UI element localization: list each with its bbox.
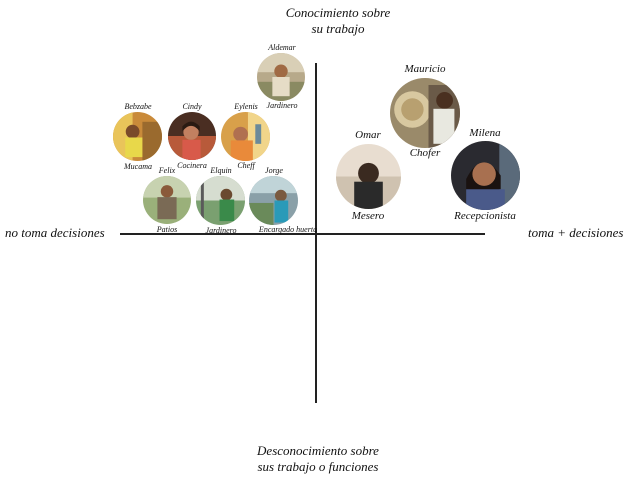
axis-label-top: Conocimiento sobre su trabajo	[238, 5, 438, 37]
person-felix-photo	[143, 176, 191, 224]
person-bebzabe-role: Mucama	[124, 162, 152, 171]
person-cindy-photo	[168, 112, 216, 160]
axis-label-bottom-line1: Desconocimiento sobre	[257, 443, 379, 458]
axis-label-left: no toma decisiones	[5, 225, 105, 240]
person-milena-name: Milena	[469, 127, 501, 139]
person-cindy-role: Cocinera	[177, 161, 207, 170]
axis-label-bottom-line2: sus trabajo o funciones	[257, 459, 379, 474]
person-eylenis-name: Eylenis	[234, 102, 258, 111]
axis-label-top-line1: Conocimiento sobre	[285, 5, 391, 20]
person-omar-role: Mesero	[351, 210, 385, 222]
person-jorge-role: Encargado huerta	[258, 225, 318, 234]
person-mauricio-name: Mauricio	[404, 63, 446, 75]
person-eylenis-role: Cheff	[237, 161, 255, 170]
person-aldemar-name: Aldemar	[268, 43, 296, 52]
person-eylenis-photo	[221, 112, 270, 161]
person-cindy-name: Cindy	[182, 102, 202, 111]
person-omar-photo	[336, 144, 401, 209]
horizontal-axis	[120, 233, 485, 235]
person-mauricio-role: Chofer	[409, 147, 441, 159]
person-milena-photo	[451, 141, 520, 210]
person-elquin-name: Elquin	[210, 166, 232, 175]
axis-label-bottom: Desconocimiento sobre sus trabajo o func…	[218, 443, 418, 475]
person-aldemar-role: Jardinero	[266, 101, 298, 110]
person-jorge-photo	[249, 176, 298, 225]
person-elquin-role: Jardinero	[205, 226, 237, 235]
person-elquin-photo	[196, 176, 245, 225]
axis-label-right: toma + decisiones	[528, 225, 624, 240]
person-felix-name: Felix	[158, 166, 176, 175]
person-bebzabe-name: Bebzabe	[124, 102, 152, 111]
person-felix-role: Patios	[156, 225, 178, 234]
person-mauricio-photo	[390, 78, 460, 148]
person-aldemar-photo	[257, 53, 305, 101]
person-jorge-name: Jorge	[265, 166, 283, 175]
axis-label-top-line2: su trabajo	[311, 21, 365, 36]
person-bebzabe-photo	[113, 112, 162, 161]
person-milena-role: Recepcionista	[454, 210, 516, 222]
person-omar-name: Omar	[355, 129, 381, 141]
